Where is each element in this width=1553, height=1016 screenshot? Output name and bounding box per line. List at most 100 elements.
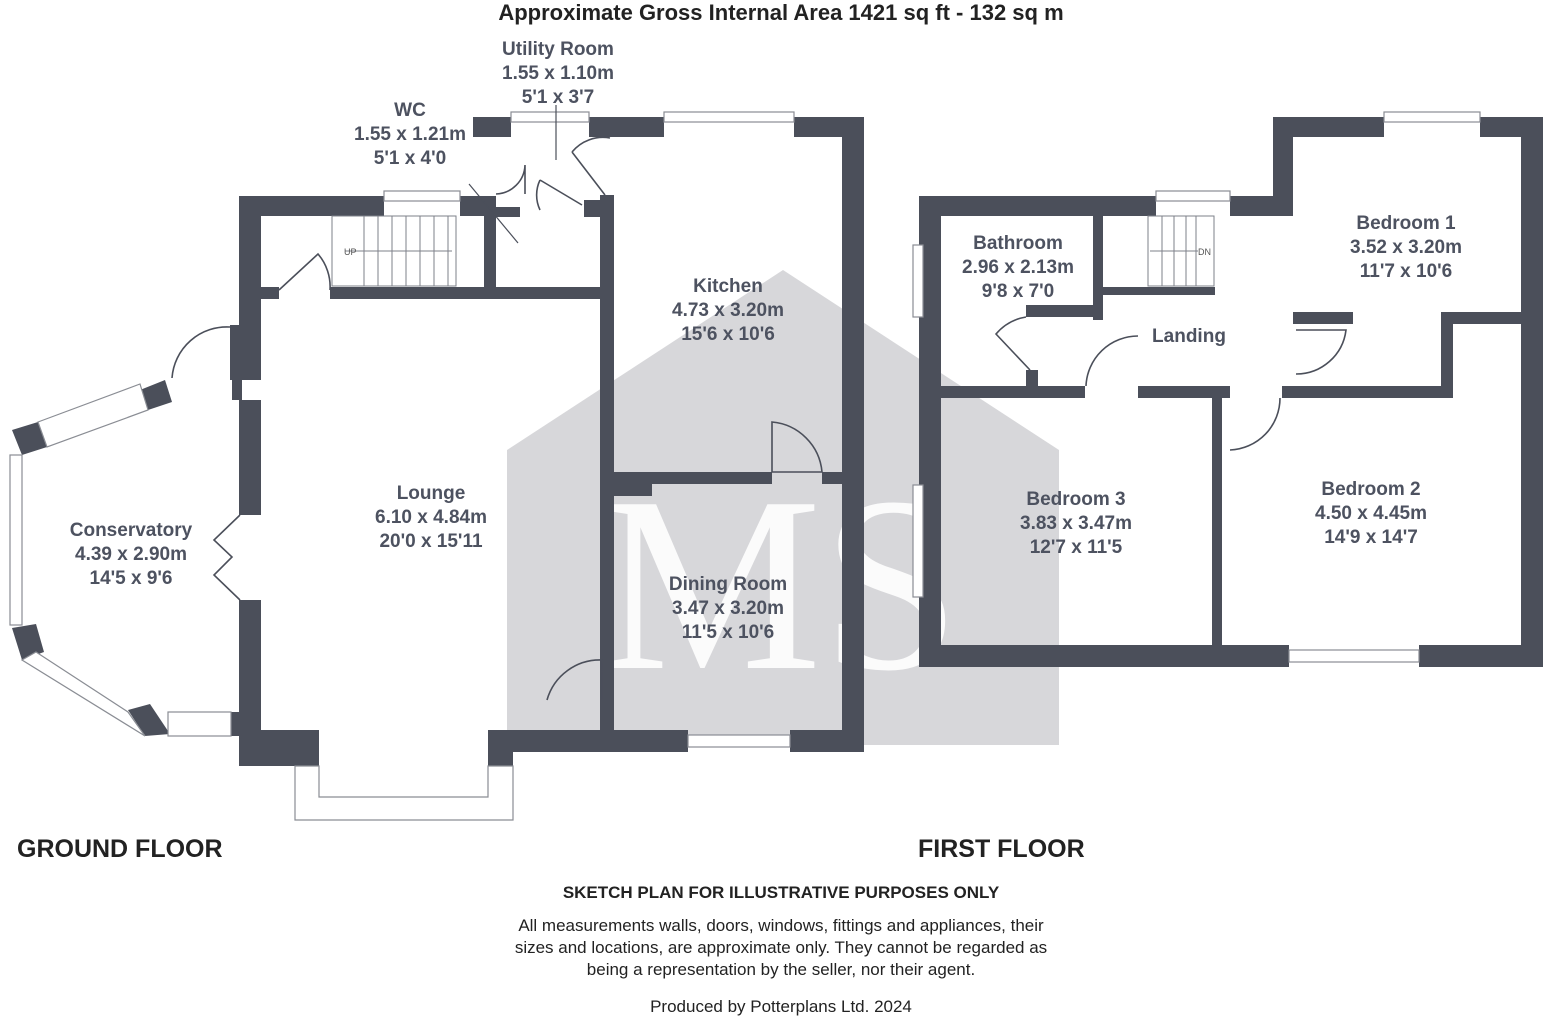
wall [602, 655, 614, 730]
svg-text:4.50 x 4.45m: 4.50 x 4.45m [1315, 503, 1427, 524]
wall [1212, 386, 1230, 398]
svg-text:14'9 x 14'7: 14'9 x 14'7 [1324, 527, 1418, 548]
disclaimer-heading: SKETCH PLAN FOR ILLUSTRATIVE PURPOSES ON… [563, 883, 1000, 902]
wall [239, 196, 261, 380]
disclaimer-line: All measurements walls, doors, windows, … [518, 916, 1044, 935]
ground-room-labels: Utility Room 1.55 x 1.10m 5'1 x 3'7 WC 1… [70, 39, 787, 643]
wall [239, 196, 384, 216]
disclaimer-line: being a representation by the seller, no… [587, 960, 975, 979]
svg-text:4.73 x 3.20m: 4.73 x 3.20m [672, 300, 784, 321]
bedroom3-door [1085, 335, 1139, 387]
svg-text:1.55 x 1.21m: 1.55 x 1.21m [354, 124, 466, 145]
disclaimer-line: sizes and locations, are approximate onl… [515, 938, 1047, 957]
bedroom2-door [1229, 397, 1281, 451]
room-label-wc: WC 1.55 x 1.21m 5'1 x 4'0 [354, 100, 466, 169]
wall [1282, 386, 1453, 398]
window [1288, 649, 1420, 663]
svg-text:Utility Room: Utility Room [502, 39, 614, 60]
svg-text:20'0 x 15'11: 20'0 x 15'11 [379, 531, 483, 552]
stair-frame [1147, 215, 1215, 287]
disclaimer: SKETCH PLAN FOR ILLUSTRATIVE PURPOSES ON… [515, 883, 1047, 1016]
room-label-bedroom-2: Bedroom 2 4.50 x 4.45m 14'9 x 14'7 [1315, 479, 1427, 548]
wall [1441, 312, 1521, 324]
wall [239, 400, 261, 515]
wall [919, 196, 941, 666]
wall [128, 704, 170, 736]
wall [1138, 386, 1214, 398]
dining-lounge-door [546, 659, 603, 701]
window [1383, 111, 1481, 123]
svg-text:Bathroom: Bathroom [973, 233, 1063, 254]
wall [919, 645, 1289, 667]
stairs-down-label: DN [1198, 247, 1211, 257]
svg-text:11'5 x 10'6: 11'5 x 10'6 [682, 622, 775, 643]
kitchen-door [571, 136, 611, 196]
first-floor-label: FIRST FLOOR [918, 835, 1085, 863]
wall [473, 117, 511, 137]
room-label-utility-room: Utility Room 1.55 x 1.10m 5'1 x 3'7 [502, 39, 614, 108]
window [663, 111, 795, 123]
svg-text:15'6 x 10'6: 15'6 x 10'6 [681, 324, 775, 345]
wall [1093, 215, 1103, 320]
wall [1441, 312, 1453, 392]
wall [261, 287, 279, 299]
watermark-logo: MS [507, 270, 1059, 745]
wall [1273, 117, 1384, 137]
utility-door [535, 179, 583, 211]
room-label-bathroom: Bathroom 2.96 x 2.13m 9'8 x 7'0 [962, 233, 1074, 302]
wall [1026, 305, 1103, 317]
wall [1103, 287, 1215, 295]
svg-text:Kitchen: Kitchen [693, 276, 763, 297]
wall [488, 730, 513, 766]
wall [12, 422, 47, 455]
wall [919, 196, 1156, 216]
window [20, 651, 146, 737]
wall [1419, 645, 1543, 667]
wall [1026, 370, 1038, 390]
ground-floor-label: GROUND FLOOR [17, 835, 223, 863]
svg-text:6.10 x 4.84m: 6.10 x 4.84m [375, 507, 487, 528]
wall [12, 624, 44, 660]
first-stairs: DN [1147, 215, 1215, 287]
lounge-hall-door [278, 252, 331, 291]
svg-text:WC: WC [394, 100, 426, 121]
window [383, 190, 461, 202]
wall [1273, 117, 1293, 215]
wall [612, 484, 652, 496]
window [1155, 190, 1231, 202]
svg-text:1.55 x 1.10m: 1.55 x 1.10m [502, 63, 614, 84]
wall [330, 287, 612, 299]
room-label-kitchen: Kitchen 4.73 x 3.20m 15'6 x 10'6 [672, 276, 784, 345]
window [9, 454, 23, 626]
svg-text:Bedroom 1: Bedroom 1 [1356, 213, 1456, 234]
ground-stairs: UP [331, 215, 457, 287]
svg-text:5'1 x 4'0: 5'1 x 4'0 [374, 148, 446, 169]
wall [484, 196, 496, 291]
producer-credit: Produced by Potterplans Ltd. 2024 [650, 997, 912, 1016]
stairs-up-label: UP [344, 247, 357, 257]
wall [140, 380, 172, 410]
room-label-conservatory: Conservatory 4.39 x 2.90m 14'5 x 9'6 [70, 520, 193, 589]
room-label-lounge: Lounge 6.10 x 4.84m 20'0 x 15'11 [375, 483, 487, 552]
first-floor-plan: DN [912, 111, 1543, 667]
room-label-bedroom-1: Bedroom 1 3.52 x 3.20m 11'7 x 10'6 [1350, 213, 1462, 282]
wall [822, 472, 844, 484]
wc-door [495, 164, 526, 195]
svg-text:3.47 x 3.20m: 3.47 x 3.20m [672, 598, 784, 619]
page-title: Approximate Gross Internal Area 1421 sq … [498, 0, 1063, 25]
window [37, 383, 149, 448]
room-label-bedroom-3: Bedroom 3 3.83 x 3.47m 12'7 x 11'5 [1020, 489, 1132, 558]
window [510, 111, 590, 123]
window [912, 244, 924, 318]
svg-text:11'7 x 10'6: 11'7 x 10'6 [1360, 261, 1453, 282]
wall [610, 472, 772, 484]
window [687, 734, 791, 748]
wall [231, 712, 243, 736]
room-label-dining-room: Dining Room 3.47 x 3.20m 11'5 x 10'6 [669, 574, 787, 643]
conservatory-door [171, 326, 231, 379]
svg-text:Conservatory: Conservatory [70, 520, 193, 541]
bay-window [294, 765, 514, 821]
wall [941, 386, 1085, 398]
wall [1521, 117, 1543, 667]
french-doors [212, 514, 241, 601]
